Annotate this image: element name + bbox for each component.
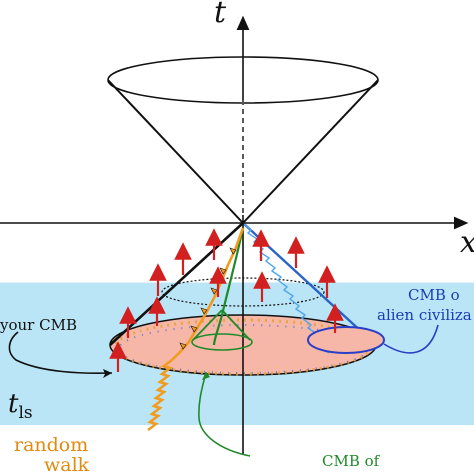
alien-cmb-ellipse [307, 326, 385, 354]
tls-label: tls [8, 389, 33, 423]
alien-pointer [383, 324, 439, 354]
random-walk-label-1: random [14, 434, 88, 456]
red-arrows [109, 228, 344, 372]
your-cmb-pointer-head [103, 369, 112, 378]
tls-main: t [8, 389, 19, 419]
cmb-of-label: CMB of [322, 452, 381, 470]
x-axis-label: x [460, 225, 474, 260]
t-axis-label: t [214, 0, 227, 30]
your-cmb-label: your CMB [0, 316, 77, 334]
random-walk-label-2: walk [44, 454, 90, 474]
green-inner-cone [191, 227, 253, 457]
your-cmb-pointer [8, 331, 113, 375]
alien-cmb-label-2: alien civiliza [377, 306, 472, 324]
tls-subscript: ls [18, 403, 32, 423]
random-walk-path [147, 227, 245, 432]
alien-cmb-label-1: CMB o [408, 286, 460, 304]
